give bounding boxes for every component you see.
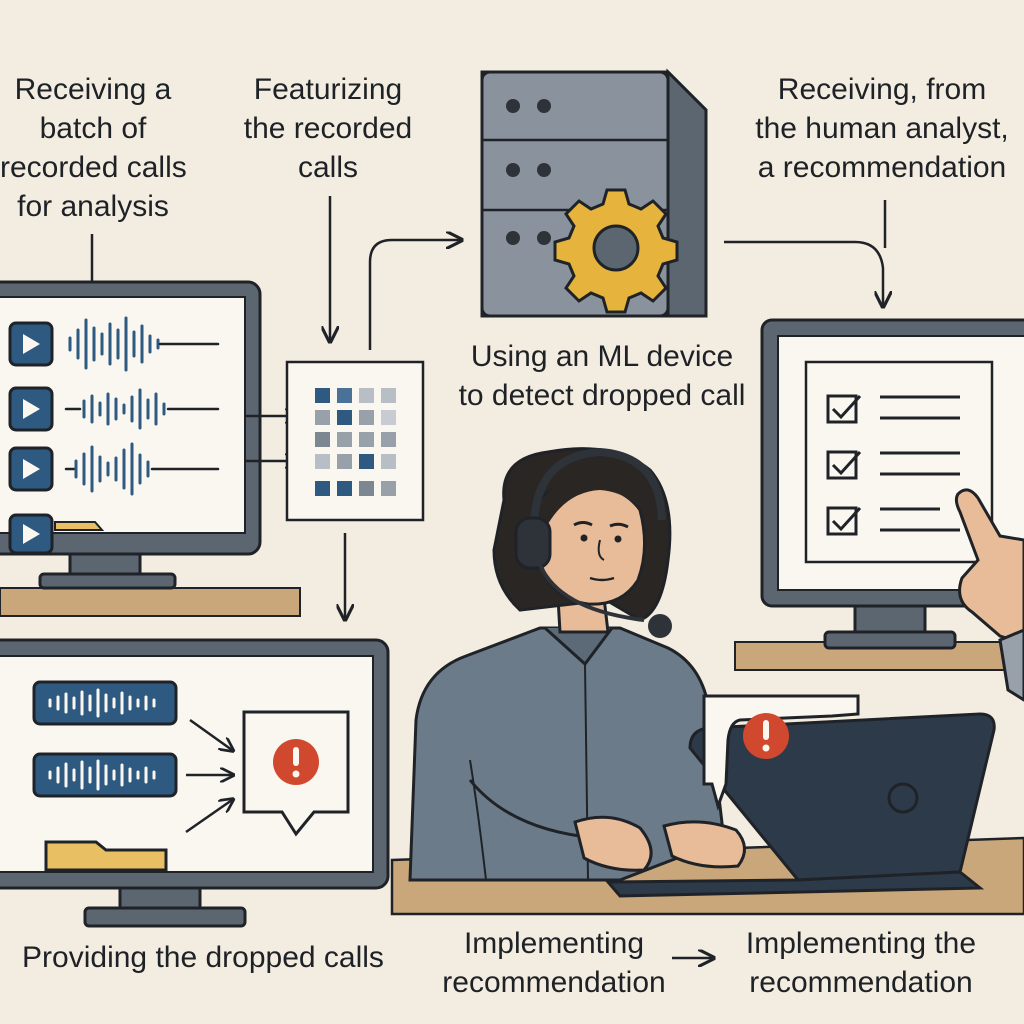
play-icon <box>8 321 54 367</box>
headset-icon <box>514 447 672 638</box>
step-implement-the-rec-label: Implementing the recommendation <box>716 924 1006 1002</box>
dropped-calls-monitor <box>0 638 390 928</box>
play-icon <box>8 513 54 555</box>
step-receive-batch-label: Receiving a batch of recorded calls for … <box>0 70 187 226</box>
label-line: the recorded <box>243 112 413 145</box>
label-line: for analysis <box>17 190 169 223</box>
waveform-icon <box>32 680 178 726</box>
waveform-icon <box>32 752 178 798</box>
step-ml-detect-label: Using an ML device to detect dropped cal… <box>452 337 752 415</box>
alert-icon <box>242 710 350 837</box>
label-line: calls <box>297 151 358 184</box>
server-icon <box>480 68 708 318</box>
checkbox-icon <box>826 394 960 424</box>
checklist-monitor <box>734 318 1024 702</box>
label-line: recommendation <box>749 966 973 999</box>
folder-icon <box>54 521 105 531</box>
pointing-hand-icon <box>954 488 1024 702</box>
operator-person <box>408 447 746 882</box>
label-line: to detect dropped call <box>458 379 746 412</box>
label-line: Providing the dropped calls <box>22 941 384 974</box>
label-line: batch of <box>39 112 147 145</box>
waveform-icon <box>64 442 220 496</box>
flow-arrows <box>90 196 885 618</box>
step-implement-rec-label: Implementing recommendation <box>432 924 676 1002</box>
label-line: the human analyst, <box>755 112 1009 145</box>
label-line: a recommendation <box>757 151 1007 184</box>
label-line: Implementing the <box>745 927 977 960</box>
play-icon <box>8 386 54 432</box>
label-line: Receiving a <box>14 73 172 106</box>
folder-icon <box>44 840 168 872</box>
checkbox-icon <box>826 506 960 536</box>
step-featurize-label: Featurizing the recorded calls <box>228 70 428 187</box>
label-line: Featurizing <box>253 73 403 106</box>
step-analyst-rec-label: Receiving, from the human analyst, a rec… <box>740 70 1024 187</box>
label-line: recorded calls <box>0 151 187 184</box>
step-provide-dropped-label: Providing the dropped calls <box>8 938 398 977</box>
alert-icon <box>702 694 860 811</box>
label-line: Using an ML device <box>470 340 734 373</box>
waveform-icon <box>64 388 220 430</box>
feature-matrix-icon <box>285 360 425 522</box>
play-icon <box>8 446 54 492</box>
label-line: recommendation <box>442 966 666 999</box>
waveform-icon <box>68 316 220 372</box>
gear-icon <box>553 188 679 314</box>
label-line: Receiving, from <box>777 73 987 106</box>
recorded-calls-monitor <box>0 280 301 617</box>
label-line: Implementing <box>463 927 645 960</box>
checkbox-icon <box>826 450 960 480</box>
